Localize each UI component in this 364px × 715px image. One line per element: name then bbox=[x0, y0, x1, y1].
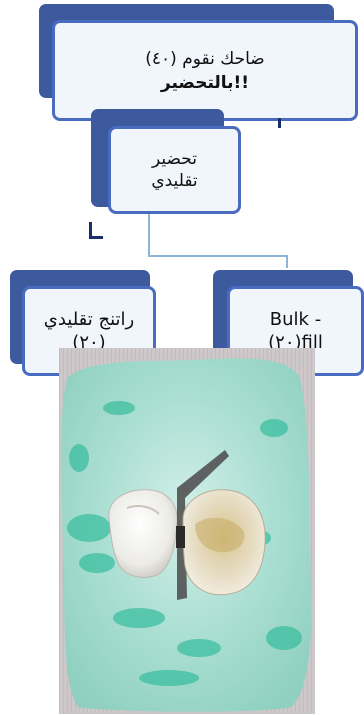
interproximal-gap bbox=[176, 526, 185, 548]
natural-tooth bbox=[109, 490, 177, 578]
right-leaf-line1: Bulk - bbox=[268, 308, 323, 331]
right-leaf-node: Bulk - (٢٠)fill bbox=[0, 0, 364, 390]
clinical-photo bbox=[59, 348, 315, 714]
clinical-photo-illustration bbox=[59, 348, 315, 714]
